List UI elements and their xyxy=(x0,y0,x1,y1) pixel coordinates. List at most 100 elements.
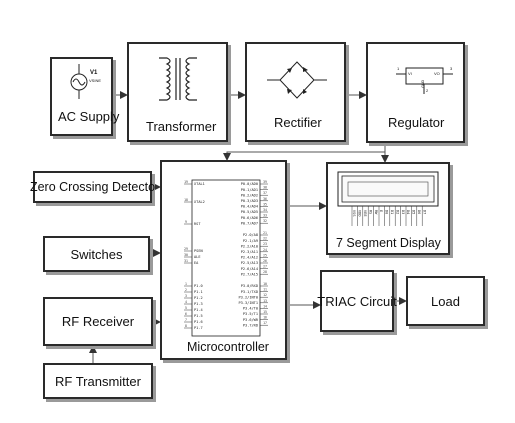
mcu-right-pin-name: P0.3/AD3 xyxy=(241,199,258,203)
mcu-right-pin-number: 21 xyxy=(263,231,267,235)
lcd-pin-name: D6 xyxy=(417,210,421,214)
lcd-pin-name: D7 xyxy=(422,210,426,214)
ac-source-symbol xyxy=(70,64,88,99)
mcu-chip-symbol: 19XTAL118XTAL29RST29PSEN30ALE31EA1P1.02P… xyxy=(184,179,268,337)
mcu-right-pin-number: 26 xyxy=(263,259,267,263)
regulator-label: Regulator xyxy=(388,115,445,130)
mcu-left-pin-name: PSEN xyxy=(194,249,203,253)
switches-label: Switches xyxy=(70,246,123,262)
mcu-right-pin-number: 13 xyxy=(263,299,267,303)
lcd-pin-name: D4 xyxy=(406,210,410,214)
lcd-pin-name: VDD xyxy=(358,210,362,217)
mcu-left-pin-name: P1.3 xyxy=(194,302,203,306)
mcu-right-pin-number: 35 xyxy=(263,202,267,206)
rf-transmitter-block: RF Transmitter xyxy=(43,363,153,399)
mcu-right-pin-name: P3.0/RXD xyxy=(241,284,258,288)
mcu-left-pin-name: P1.4 xyxy=(194,308,203,312)
mcu-right-pin-name: P3.1/TXD xyxy=(241,290,258,294)
mcu-left-pin-name: P1.5 xyxy=(194,314,203,318)
mcu-right-pin-name: P2.6/A14 xyxy=(241,267,258,271)
lcd-pin-name: D2 xyxy=(395,210,399,214)
lcd-pin-name: D0 xyxy=(385,210,389,214)
mcu-right-pin-number: 38 xyxy=(263,186,267,190)
mcu-right-pin-number: 10 xyxy=(263,282,267,286)
rf-transmitter-label: RF Transmitter xyxy=(55,373,141,389)
mcu-left-pin-number: 29 xyxy=(184,247,188,251)
ac-source-type: VSINE xyxy=(89,78,102,83)
transformer-symbol xyxy=(159,57,197,101)
ac-supply-block: V1 VSINE AC Supply xyxy=(50,57,119,136)
mcu-right-pin-number: 28 xyxy=(263,270,267,274)
zero-crossing-block: Zero Crossing Detecto xyxy=(29,171,156,203)
mcu-right-pin-name: P3.3/INT1 xyxy=(239,301,258,305)
mcu-right-pin-number: 17 xyxy=(263,321,267,325)
load-block: Load xyxy=(406,276,485,326)
mcu-right-pin-name: P3.4/T0 xyxy=(243,307,258,311)
mcu-left-pin-number: 18 xyxy=(184,198,188,202)
mcu-right-pin-name: P2.4/A12 xyxy=(241,256,258,260)
mcu-right-pin-number: 16 xyxy=(263,316,267,320)
mcu-right-pin-name: P0.2/AD2 xyxy=(241,193,258,197)
transformer-block: Transformer xyxy=(127,42,228,142)
lcd-pin-name: VSS xyxy=(352,210,356,217)
mcu-left-pin-name: XTAL1 xyxy=(194,182,205,186)
mcu-right-pin-name: P3.6/WR xyxy=(243,318,259,322)
regulator-symbol xyxy=(396,67,453,94)
mcu-right-pin-name: P3.5/T1 xyxy=(243,312,258,316)
regulator-pin-gnd: GND xyxy=(421,80,425,88)
lcd-pin-name: E xyxy=(379,210,383,212)
regulator-pin2: 2 xyxy=(426,88,429,93)
mcu-right-pin-name: P3.2/INT0 xyxy=(239,295,258,299)
regulator-pin-vo: VO xyxy=(434,71,440,76)
mcu-left-pin-name: XTAL2 xyxy=(194,200,205,204)
mcu-right-pin-number: 34 xyxy=(263,208,267,212)
mcu-right-pin-number: 12 xyxy=(263,293,267,297)
mcu-left-pin-number: 5 xyxy=(185,306,187,310)
mcu-left-pin-name: P1.2 xyxy=(194,296,203,300)
switches-block: Switches xyxy=(43,236,150,272)
triac-block: TRIAC Circuit xyxy=(317,270,397,332)
mcu-left-pin-number: 4 xyxy=(185,300,187,304)
load-label: Load xyxy=(431,293,460,309)
mcu-left-pin-number: 1 xyxy=(185,282,187,286)
lcd-pin-name: D1 xyxy=(390,210,394,214)
mcu-right-pin-name: P0.7/AD7 xyxy=(241,221,258,225)
mcu-left-pin-number: 19 xyxy=(184,180,188,184)
lcd-pin-name: RW xyxy=(374,210,378,215)
mcu-left-pin-number: 30 xyxy=(184,253,188,257)
zero-crossing-label: Zero Crossing Detecto xyxy=(29,180,156,194)
mcu-left-pin-name: P1.1 xyxy=(194,290,203,294)
mcu-right-pin-name: P2.5/A13 xyxy=(241,261,258,265)
ac-supply-label: AC Supply xyxy=(58,109,120,124)
ac-source-ref: V1 xyxy=(90,70,98,76)
bridge-rectifier-symbol xyxy=(267,61,327,99)
mcu-right-pin-name: P0.1/AD1 xyxy=(241,188,258,192)
transformer-label: Transformer xyxy=(146,119,217,134)
microcontroller-label: Microcontroller xyxy=(187,340,269,354)
mcu-left-pin-number: 31 xyxy=(184,259,188,263)
mcu-right-pin-name: P2.3/A11 xyxy=(241,250,258,254)
mcu-right-pin-name: P2.2/A10 xyxy=(241,244,258,248)
mcu-left-pin-name: EA xyxy=(194,261,199,265)
mcu-left-pin-number: 9 xyxy=(185,220,187,224)
mcu-left-pin-number: 2 xyxy=(185,288,187,292)
rectifier-label: Rectifier xyxy=(274,115,322,130)
mcu-left-pin-number: 3 xyxy=(185,294,187,298)
regulator-pin3: 3 xyxy=(450,66,453,71)
lcd-pin-name: D5 xyxy=(412,210,416,214)
mcu-left-pin-number: 6 xyxy=(185,312,187,316)
mcu-right-pin-number: 23 xyxy=(263,242,267,246)
mcu-right-pin-number: 36 xyxy=(263,197,267,201)
mcu-right-pin-number: 24 xyxy=(263,248,267,252)
mcu-right-pin-name: P0.0/AD0 xyxy=(241,182,258,186)
mcu-right-pin-number: 37 xyxy=(263,191,267,195)
mcu-left-pin-number: 8 xyxy=(185,324,187,328)
mcu-right-pin-name: P0.6/AD6 xyxy=(241,216,258,220)
triac-label: TRIAC Circuit xyxy=(317,293,397,309)
mcu-right-pin-number: 33 xyxy=(263,214,267,218)
mcu-right-pin-name: P2.1/A9 xyxy=(243,239,258,243)
